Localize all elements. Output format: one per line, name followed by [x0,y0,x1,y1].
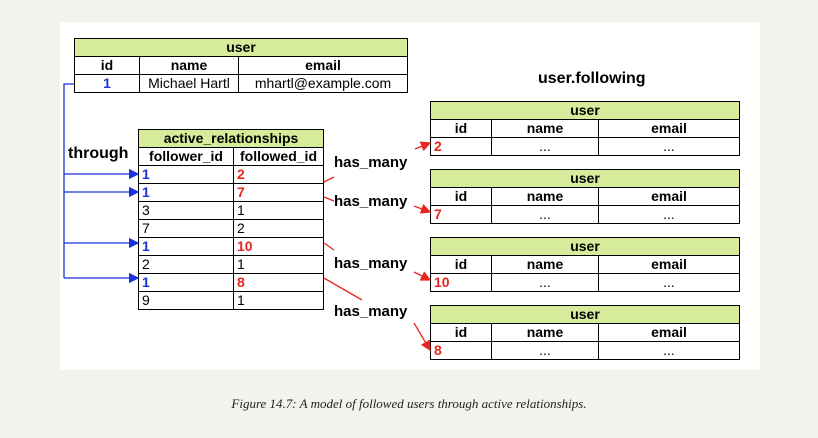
follower-id-cell: 9 [138,291,234,310]
followed-id-cell: 1 [233,291,324,310]
user-email-cell: mhartl@example.com [238,74,408,93]
user-email-cell: ... [598,273,740,292]
has-many-arrow [323,176,335,183]
has-many-label: has_many [334,154,408,171]
column-header-name: name [491,119,599,138]
user-name-cell: Michael Hartl [139,74,239,93]
user-email-cell: ... [598,137,740,156]
user-id-cell: 1 [74,74,140,93]
user-id-cell: 7 [430,205,492,224]
user-id-cell: 10 [430,273,492,292]
user-email-cell: ... [598,205,740,224]
table-title: active_relationships [138,129,324,148]
user-email-cell: ... [598,341,740,360]
has-many-label: has_many [334,193,408,210]
table-row: 1 Michael Hartl mhartl@example.com [74,74,408,93]
followed-id-cell: 7 [233,183,324,202]
has-many-arrow [413,322,431,352]
column-header-name: name [491,255,599,274]
has-many-arrow [413,203,432,214]
has-many-arrow [414,141,432,152]
column-header-email: email [598,255,740,274]
table-title: user [430,101,740,120]
has-many-label: has_many [334,303,408,320]
table-row: 7...... [430,205,740,224]
has-many-arrow [323,196,335,202]
through-connector [63,83,74,278]
has-many-arrow [323,277,363,301]
table-row: 8...... [430,341,740,360]
has-many-arrow [323,242,335,251]
has-many-arrow [413,271,432,281]
column-header-followed-id: followed_id [233,147,324,166]
table-title: user [430,305,740,324]
column-header-email: email [238,56,408,75]
table-title: user [430,169,740,188]
following-label: user.following [538,70,646,87]
table-row: 10...... [430,273,740,292]
active-relationships-table: active_relationships follower_id followe… [138,129,324,310]
user-table: user id name email 1 Michael Hartl mhart… [74,38,408,93]
figure-caption: Figure 14.7: A model of followed users t… [231,396,587,411]
through-label: through [68,145,129,162]
has-many-label: has_many [334,255,408,272]
table-title: user [430,237,740,256]
